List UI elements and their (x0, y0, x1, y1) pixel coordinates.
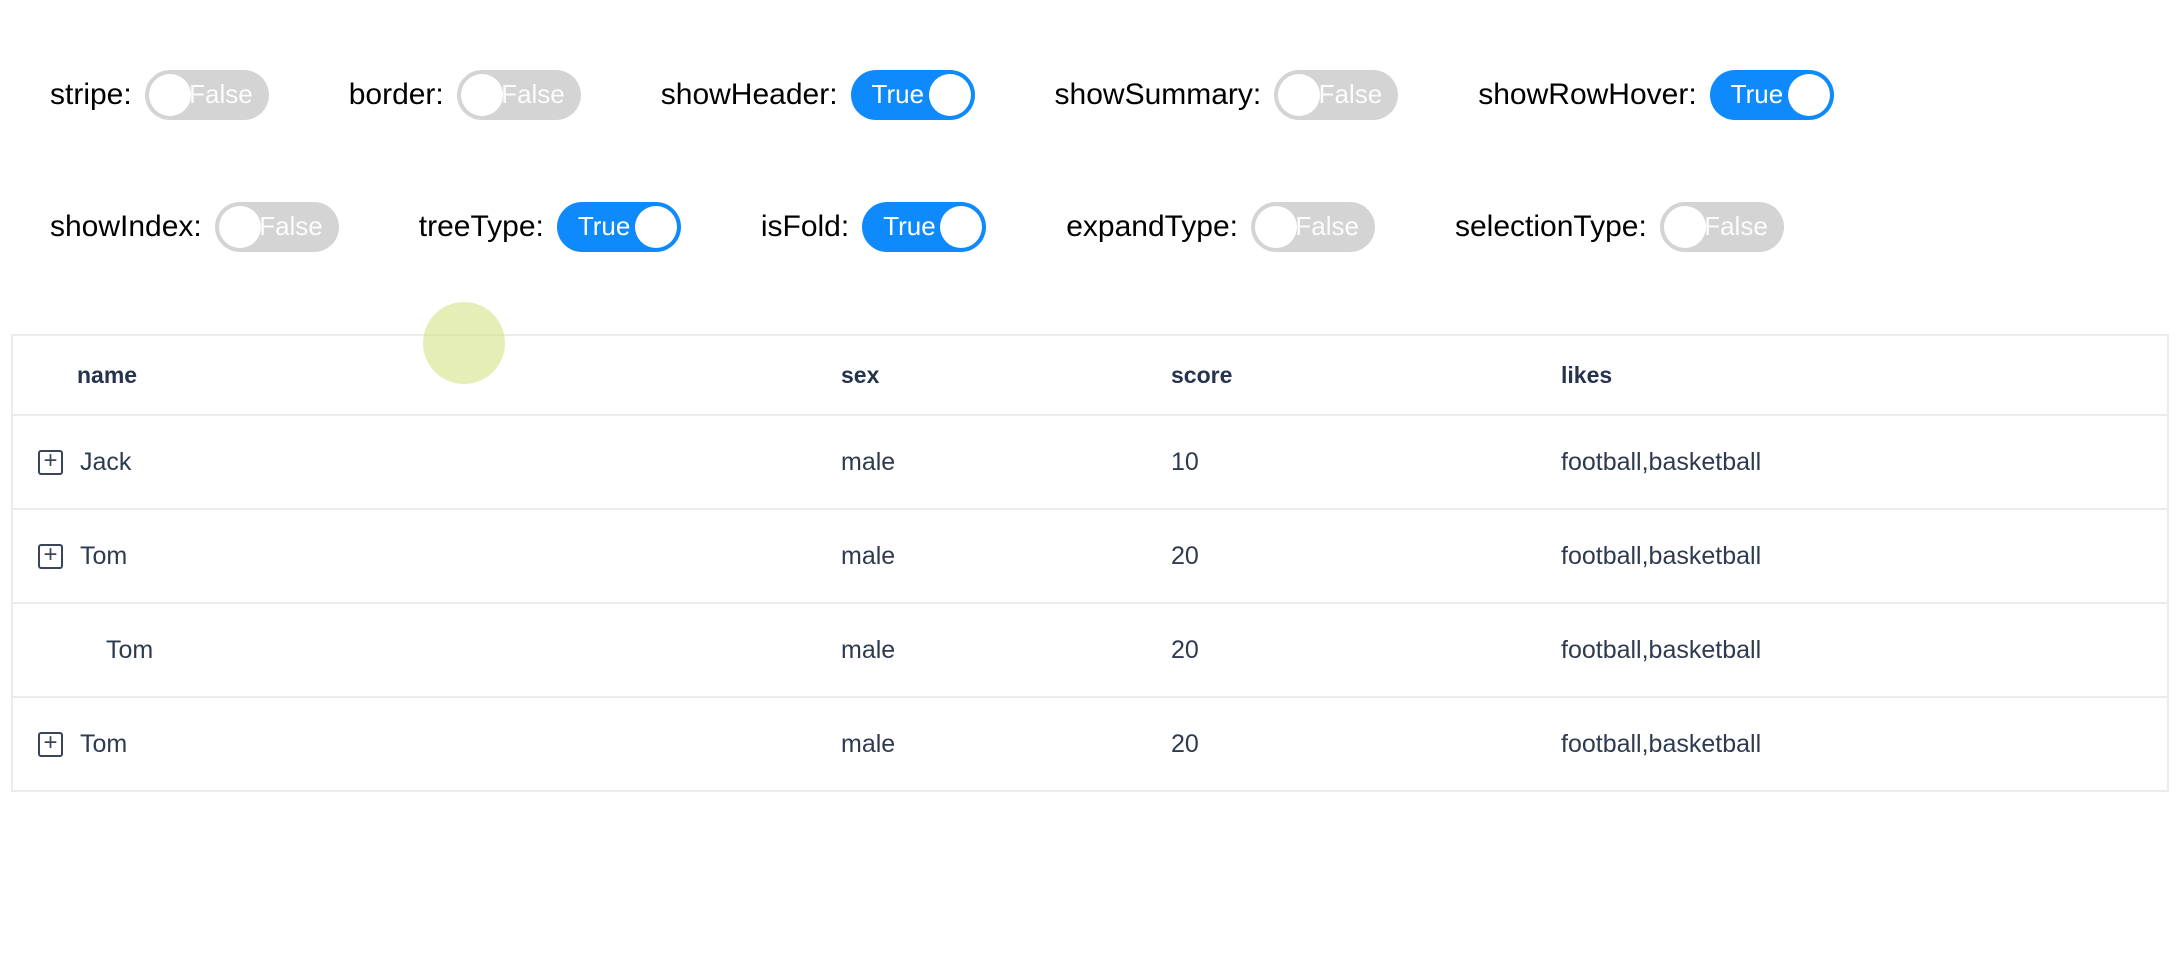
control-label-showHeader: showHeader: (660, 78, 838, 111)
isFold-toggle[interactable]: True (862, 202, 987, 252)
control-isFold: isFold: True (760, 202, 987, 252)
control-expandType: expandType: False (1066, 202, 1375, 252)
cell-sex: male (841, 541, 896, 570)
toggle-state-label: False (1295, 211, 1359, 241)
column-header-sex: sex (841, 361, 880, 388)
cell-name-text: Jack (80, 447, 132, 476)
control-label-isFold: isFold: (760, 210, 850, 243)
cell-sex: male (841, 635, 896, 664)
control-label-stripe: stripe: (50, 78, 132, 111)
cell-name-text: Tom (106, 635, 154, 664)
toggle-row-2: showIndex: False treeType: True isFold: True e… (0, 202, 2180, 252)
toggle-knob (634, 206, 677, 248)
toggle-state-label: False (1704, 211, 1768, 241)
cell-score: 10 (1171, 447, 1199, 476)
control-selectionType: selectionType: False (1455, 202, 1784, 252)
cell-name: + Tom (13, 730, 823, 759)
toggle-knob (1663, 206, 1706, 248)
toggle-state-label: True (871, 79, 925, 109)
table-row[interactable]: + Tom male 20 football,basketball (13, 508, 2167, 602)
cell-sex: male (841, 447, 896, 476)
cell-score: 20 (1171, 541, 1199, 570)
cell-likes: football,basketball (1561, 635, 1762, 664)
control-showRowHover: showRowHover: True (1478, 70, 1834, 120)
control-label-selectionType: selectionType: (1455, 210, 1647, 243)
cell-name: Tom (13, 636, 823, 665)
toggle-state-label: True (883, 211, 936, 241)
toggle-state-label: False (1318, 79, 1383, 109)
data-table: name sex score likes + Jack male 10 football,ba… (11, 334, 2169, 792)
toggle-knob (940, 206, 983, 248)
cell-sex: male (841, 729, 896, 758)
toggle-knob (1787, 74, 1830, 116)
expand-icon[interactable]: + (38, 449, 63, 475)
expandType-toggle[interactable]: False (1251, 202, 1375, 252)
control-label-showRowHover: showRowHover: (1478, 78, 1697, 111)
treeType-toggle[interactable]: True (556, 202, 681, 252)
control-showIndex: showIndex: False (50, 202, 339, 252)
toggle-state-label: False (501, 79, 565, 109)
control-label-showSummary: showSummary: (1054, 78, 1262, 111)
column-header-likes: likes (1561, 361, 1613, 388)
toggle-state-label: True (577, 211, 631, 241)
table-header-row: name sex score likes (13, 336, 2167, 414)
control-stripe: stripe: False (50, 70, 269, 120)
control-label-expandType: expandType: (1066, 210, 1238, 243)
cell-name-text: Tom (80, 541, 128, 570)
control-label-showIndex: showIndex: (50, 210, 202, 243)
table-row[interactable]: + Tom male 20 football,basketball (13, 696, 2167, 790)
column-header-score: score (1171, 361, 1233, 388)
cell-name: + Jack (13, 448, 823, 477)
cell-score: 20 (1171, 635, 1199, 664)
stripe-toggle[interactable]: False (144, 70, 269, 120)
border-toggle[interactable]: False (456, 70, 581, 120)
control-treeType: treeType: True (419, 202, 681, 252)
toggle-knob (148, 74, 191, 116)
cell-likes: football,basketball (1561, 447, 1762, 476)
toggle-knob (928, 74, 971, 116)
cell-likes: football,basketball (1561, 729, 1762, 758)
showSummary-toggle[interactable]: False (1274, 70, 1399, 120)
table-row[interactable]: + Jack male 10 football,basketball (13, 414, 2167, 508)
toggle-knob (1255, 206, 1297, 248)
toggle-knob (218, 206, 261, 248)
table-row[interactable]: Tom male 20 football,basketball (13, 602, 2167, 696)
control-label-border: border: (348, 78, 444, 111)
selectionType-toggle[interactable]: False (1659, 202, 1784, 252)
expand-icon[interactable]: + (38, 731, 63, 757)
showRowHover-toggle[interactable]: True (1709, 70, 1834, 120)
cell-name: + Tom (13, 542, 823, 571)
toggle-knob (1278, 74, 1321, 116)
toggle-state-label: True (1730, 79, 1784, 109)
toggle-state-label: False (189, 79, 253, 109)
showIndex-toggle[interactable]: False (214, 202, 339, 252)
control-label-treeType: treeType: (418, 210, 544, 243)
table-body: + Jack male 10 football,basketball + Tom male 20… (13, 414, 2167, 790)
cell-likes: football,basketball (1561, 541, 1762, 570)
control-border: border: False (349, 70, 581, 120)
expand-icon[interactable]: + (38, 543, 63, 569)
toggle-state-label: False (259, 211, 323, 241)
showHeader-toggle[interactable]: True (850, 70, 975, 120)
control-showHeader: showHeader: True (661, 70, 975, 120)
control-showSummary: showSummary: False (1055, 70, 1399, 120)
column-header-name: name (77, 361, 138, 388)
cell-score: 20 (1171, 729, 1199, 758)
toggle-knob (460, 74, 503, 116)
cell-name-text: Tom (80, 729, 128, 758)
